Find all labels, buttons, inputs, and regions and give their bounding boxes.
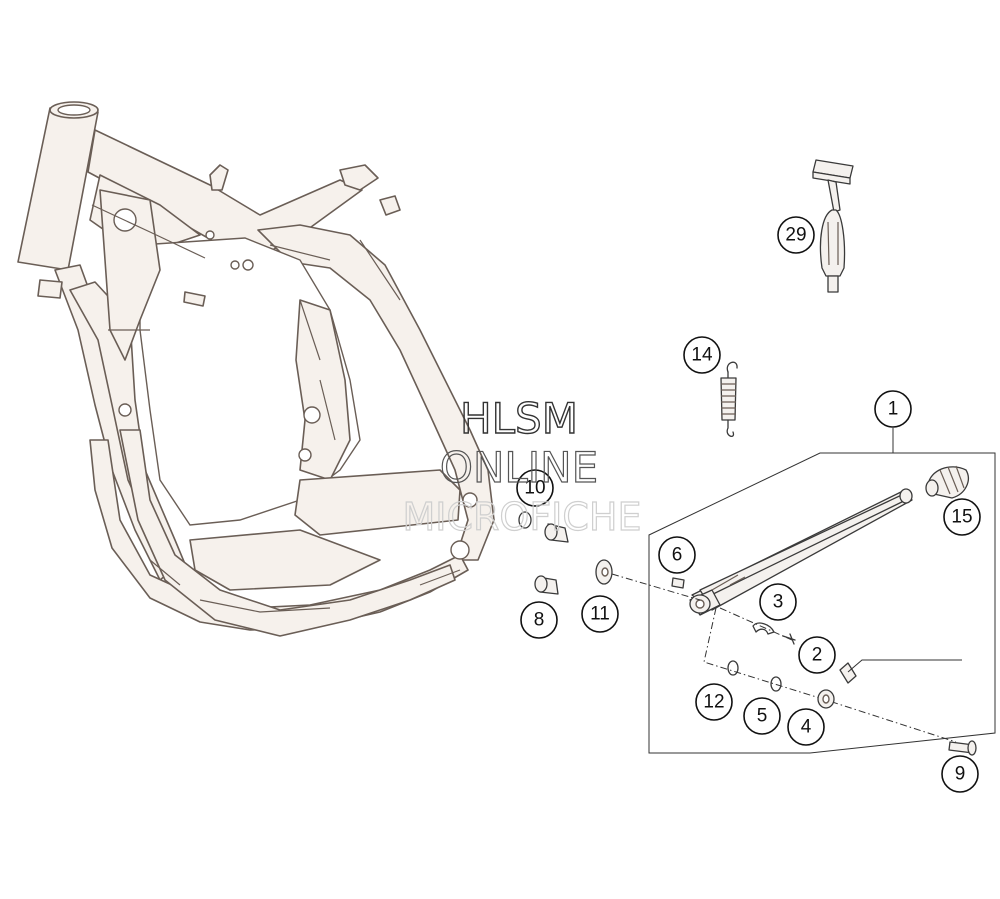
- callout-6[interactable]: 6: [658, 536, 696, 574]
- callout-1[interactable]: 1: [874, 390, 912, 428]
- callout-label: 3: [773, 592, 784, 613]
- callout-label: 14: [691, 345, 713, 366]
- callout-11[interactable]: 11: [581, 595, 619, 633]
- callout-label: 6: [672, 545, 683, 566]
- callout-label: 12: [703, 692, 724, 713]
- spring-14: [720, 361, 738, 437]
- stand-pad-15: [925, 465, 969, 499]
- washer-11: [595, 559, 613, 585]
- bushing-10: [518, 511, 569, 543]
- callout-label: 1: [888, 399, 899, 420]
- callout-label: 2: [812, 645, 823, 666]
- callout-label: 15: [951, 507, 972, 528]
- callout-3[interactable]: 3: [759, 583, 797, 621]
- watermark: HLSM ONLINE MICROFICHE: [402, 393, 642, 539]
- callout-label: 4: [801, 717, 812, 738]
- callout-5[interactable]: 5: [743, 697, 781, 735]
- callout-label: 29: [785, 225, 806, 246]
- callout-label: 8: [534, 610, 545, 631]
- callout-8[interactable]: 8: [520, 601, 558, 639]
- watermark-line-3: MICROFICHE: [402, 495, 641, 539]
- tool-29: [812, 159, 854, 293]
- callout-15[interactable]: 15: [943, 498, 981, 536]
- callout-label: 10: [524, 478, 545, 499]
- callout-label: 9: [955, 764, 966, 785]
- callout-label: 11: [590, 604, 610, 625]
- callout-10[interactable]: 10: [516, 469, 554, 507]
- watermark-line-1: HLSM: [460, 394, 578, 443]
- callout-4[interactable]: 4: [787, 708, 825, 746]
- callout-29[interactable]: 29: [777, 216, 815, 254]
- motorcycle-frame: [17, 101, 495, 637]
- callout-12[interactable]: 12: [695, 683, 733, 721]
- callout-label: 5: [757, 706, 768, 727]
- watermark-line-2: ONLINE: [440, 443, 598, 492]
- bushing-8: [534, 575, 559, 595]
- side-stand-assembly: [611, 452, 996, 756]
- callout-2[interactable]: 2: [798, 636, 836, 674]
- callout-9[interactable]: 9: [941, 755, 979, 793]
- callout-14[interactable]: 14: [683, 336, 721, 374]
